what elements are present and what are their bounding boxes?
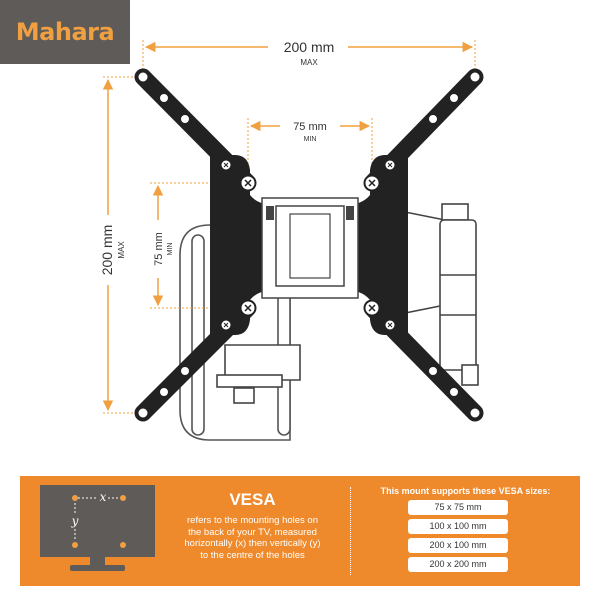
tv-x-label: x [100, 490, 107, 504]
vesa-description: refers to the mounting holes on the back… [165, 515, 340, 561]
vesa-description-line: to the centre of the holes [200, 549, 305, 561]
vesa-size-200x200: 200 x 200 mm [408, 557, 508, 572]
panel-divider [350, 487, 351, 575]
inner-vertical-value: 75 mm [153, 232, 165, 266]
brand-logo: Mahara [0, 0, 130, 64]
outer-horizontal-value: 200 mm [284, 39, 335, 55]
mounting-plate [210, 155, 408, 335]
vesa-size-200x100: 200 x 100 mm [408, 538, 508, 553]
tv-icon: x y [40, 485, 155, 557]
supported-sizes-title: This mount supports these VESA sizes: [380, 486, 551, 496]
vesa-size-75x75: 75 x 75 mm [408, 500, 508, 515]
inner-vertical-qualifier: MIN [167, 243, 174, 256]
inner-horizontal-value: 75 mm [293, 121, 327, 133]
mount-screws [220, 159, 396, 331]
vesa-description-line: horizontally (x) then vertically (y) [184, 538, 321, 549]
outer-vertical-qualifier: MAX [117, 241, 126, 259]
arm-holes [137, 71, 481, 419]
vesa-description-line: the back of your TV, measured [188, 526, 317, 538]
tv-mount-diagram: 200 mm MAX 75 mm MIN 200 mm MAX 75 mm MI… [99, 39, 484, 441]
outer-vertical-value: 200 mm [99, 225, 115, 276]
inner-horizontal-qualifier: MIN [304, 136, 317, 143]
swing-arm [394, 203, 479, 386]
outer-horizontal-qualifier: MAX [300, 58, 318, 67]
vesa-pattern-icon: x y [71, 490, 126, 548]
tv-y-label: y [71, 514, 79, 528]
tv-stand-base [70, 565, 125, 571]
tv-stand-neck [90, 557, 105, 565]
vesa-description-line: refers to the mounting holes on [187, 515, 318, 526]
vesa-title: VESA [229, 490, 276, 509]
vesa-size-100x100: 100 x 100 mm [408, 519, 508, 534]
lower-clamp [216, 344, 301, 404]
